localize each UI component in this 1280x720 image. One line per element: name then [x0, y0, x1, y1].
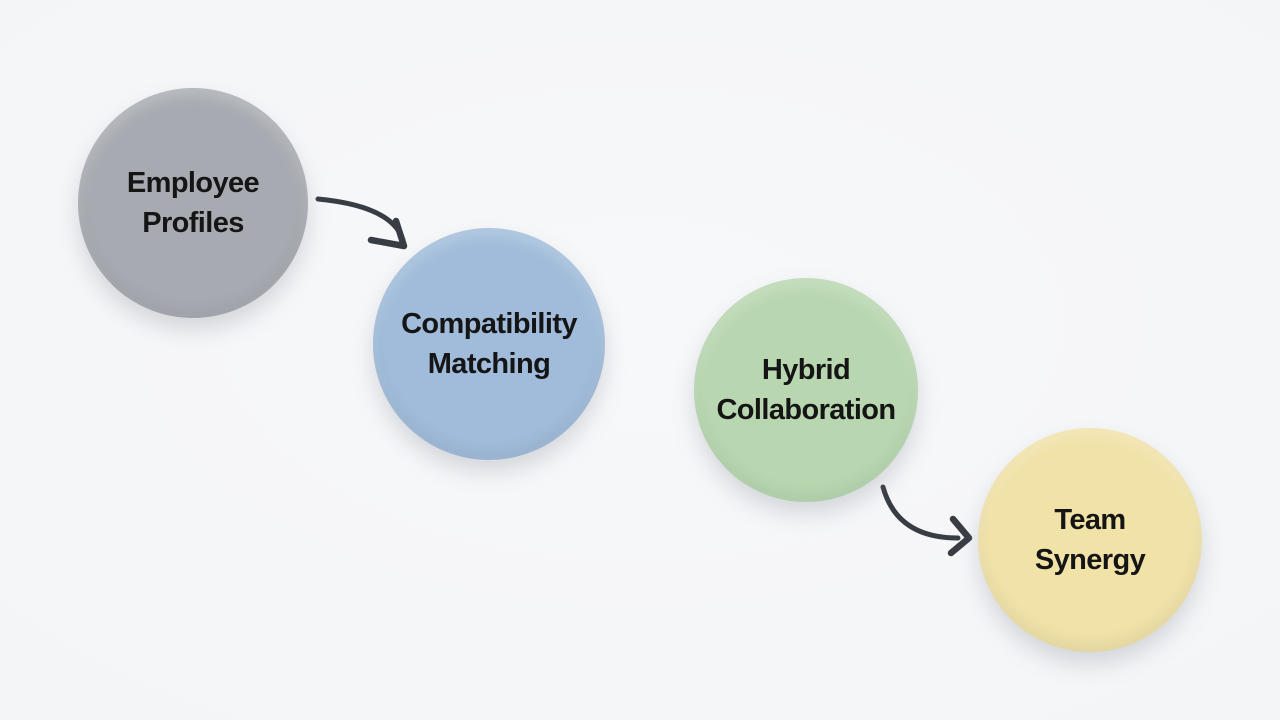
arrow-curve — [880, 484, 961, 541]
node-label: Hybrid Collaboration — [716, 350, 896, 430]
label-line: Team — [1054, 504, 1126, 536]
label-line: Profiles — [142, 207, 244, 239]
label-line: Synergy — [1034, 544, 1146, 576]
node-label: Compatibility Matching — [401, 304, 577, 384]
arrow-hybrid-to-team — [880, 484, 973, 557]
node-compatibility-matching: Compatibility Matching — [373, 228, 605, 460]
arrow-employee-to-compatibility — [315, 196, 408, 250]
label-line: Employee — [126, 167, 260, 199]
node-hybrid-collaboration: Hybrid Collaboration — [694, 278, 918, 502]
node-label: Team Synergy — [1034, 500, 1146, 580]
node-team-synergy: Team Synergy — [978, 428, 1202, 652]
label-line: Collaboration — [716, 394, 896, 426]
arrow-head-icon — [367, 217, 408, 250]
arrow-curve — [315, 196, 406, 243]
node-employee-profiles: Employee Profiles — [78, 88, 308, 318]
label-line: Compatibility — [401, 308, 577, 340]
label-line: Matching — [427, 348, 551, 380]
label-line: Hybrid — [761, 354, 851, 386]
node-label: Employee Profiles — [126, 163, 260, 243]
arrow-head-icon — [947, 515, 973, 557]
